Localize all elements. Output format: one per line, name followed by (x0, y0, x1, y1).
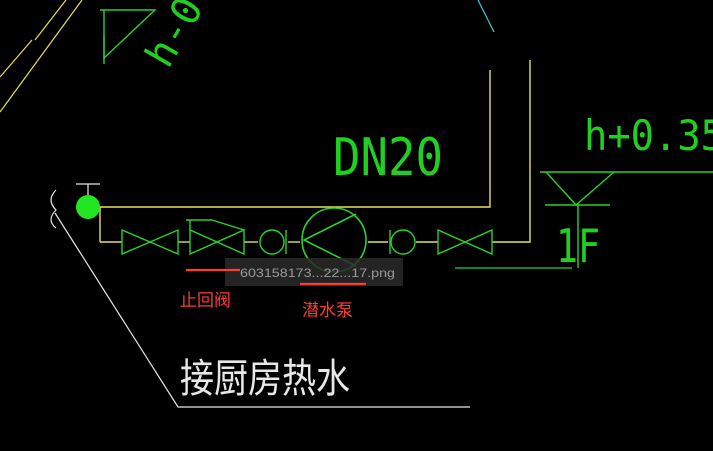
tooltip-filename: 603158173...22...17.png (240, 266, 395, 280)
pipe-size-label: DN20 (333, 128, 443, 188)
red-annotation-underlines (186, 268, 366, 286)
gate-valve-right-icon (437, 228, 493, 256)
elevation-label-right: h+0.35 (584, 111, 713, 160)
check-valve-icon (186, 219, 245, 256)
top-left-leader-lines (0, 0, 83, 113)
tooltip-background (225, 258, 403, 286)
elevation-marker-right (540, 171, 713, 268)
check-valve-label: 止回阀 (180, 291, 231, 311)
union-joint-left-icon (259, 229, 287, 255)
kitchen-leader-outline (50, 189, 470, 408)
floor-label: 1F (556, 219, 600, 273)
submersible-pump-label: 潜水泵 (302, 301, 353, 321)
union-joint-right-icon (389, 229, 416, 255)
kitchen-hot-water-label: 接厨房热水 (180, 356, 350, 402)
gate-valve-left-icon (121, 228, 179, 256)
filename-tooltip: 603158173...22...17.png (225, 258, 403, 286)
junction-marker (76, 183, 100, 219)
green-junction-dot (76, 195, 100, 219)
elevation-label-top-left: h-0.3 (137, 0, 237, 75)
pipe-network (99, 60, 531, 243)
elevation-marker-top-left (100, 9, 157, 64)
cyan-leader-line (477, 0, 495, 33)
